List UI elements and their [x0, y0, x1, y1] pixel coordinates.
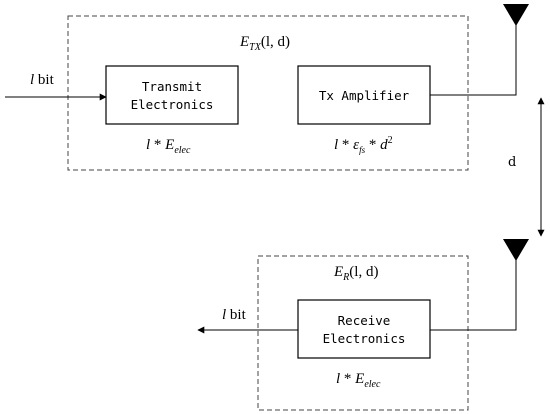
transmitter-dashed-boundary: [67, 15, 469, 171]
transmitter-energy-label: ETX(l, d): [239, 34, 290, 53]
tx-amplifier-box: [297, 65, 431, 125]
transmit-electronics-energy: l * Eelec: [146, 137, 191, 156]
input-bit-label: l bit: [30, 72, 55, 88]
receive-electronics-energy: l * Eelec: [336, 371, 381, 390]
output-bit-label: l bit: [222, 307, 247, 323]
receiver-energy-label: ER(l, d): [333, 264, 378, 283]
tx-amplifier-label: Tx Amplifier: [319, 88, 410, 103]
receive-electronics-box: [297, 299, 431, 359]
transmit-electronics-box: [105, 65, 239, 125]
distance-label: d: [508, 155, 516, 170]
receiver-dashed-boundary: [257, 255, 469, 411]
rx-antenna-icon: [503, 239, 529, 261]
receive-electronics-line1: Receive: [338, 313, 391, 328]
tx-antenna-feed-line: [430, 20, 517, 96]
receive-electronics-line2: Electronics: [323, 331, 406, 346]
tx-antenna-icon: [503, 4, 529, 26]
tx-amplifier-energy: l * εfs * d2: [334, 135, 393, 155]
transmit-electronics-line1: Transmit: [142, 79, 202, 94]
transmit-electronics-line2: Electronics: [131, 97, 214, 112]
rx-antenna-feed-line: [430, 255, 517, 331]
